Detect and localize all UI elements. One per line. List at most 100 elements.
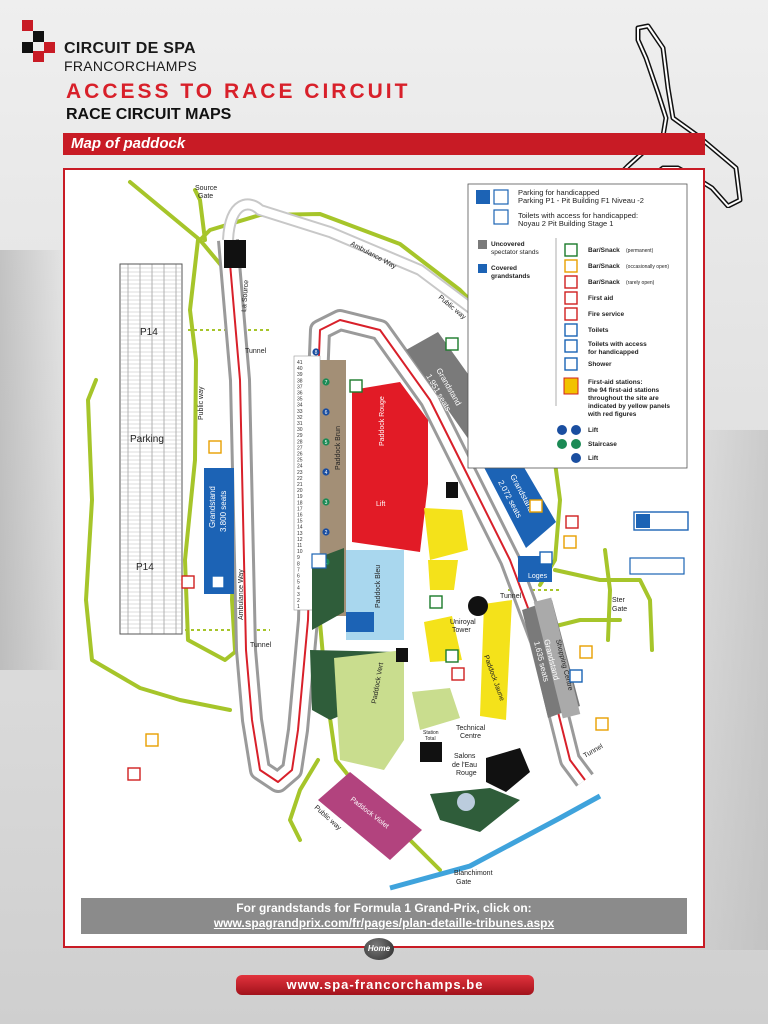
pit-marker-label: 3	[325, 500, 328, 506]
label-salons-3: Rouge	[456, 770, 477, 777]
pit-box-number: 17	[297, 506, 303, 512]
legend-lift-2: Lift	[588, 455, 599, 462]
label-tunnel-mid: Tunnel	[500, 593, 522, 600]
pit-box-number: 1	[297, 604, 300, 610]
pit-numbers: 4140393837363534333231302928272625242322…	[297, 360, 303, 610]
label-uniroyal-2: Tower	[452, 627, 471, 634]
pit-box-number: 21	[297, 482, 303, 488]
legend-bar-perm-note: (permanent)	[626, 248, 654, 254]
bar-icon	[127, 767, 141, 781]
paddock-violet	[318, 772, 422, 860]
brand-name: CIRCUIT DE SPA	[64, 40, 196, 57]
pit-box-number: 3	[297, 592, 300, 598]
grandstand-cta[interactable]: For grandstands for Formula 1 Grand-Prix…	[81, 898, 687, 934]
toilet-icon	[445, 649, 459, 663]
label-ster-gate-2: Gate	[612, 606, 627, 613]
green-area-4	[412, 688, 460, 730]
pit-marker	[312, 348, 320, 356]
yellow-area-1	[424, 508, 468, 560]
parking-icon	[346, 612, 374, 632]
pit-box-number: 27	[297, 445, 303, 451]
toilet-icon	[569, 669, 583, 683]
paddock-map: Source Gate La Source Ambulance Way Publ…	[84, 180, 689, 891]
pit-marker-label: 2	[325, 530, 328, 536]
legend-toilets-access-2: for handicapped	[588, 349, 639, 356]
bar-icon	[445, 337, 459, 351]
pit-box-number: 15	[297, 519, 303, 525]
label-gs3800-b: 3.800 seats	[219, 491, 228, 532]
pit-box-number: 23	[297, 470, 303, 476]
label-station-1: Station	[423, 730, 439, 736]
pit-marker	[322, 498, 330, 506]
shopping-centre	[533, 597, 581, 719]
paddock-jaune	[480, 600, 512, 720]
green-area-3	[430, 788, 520, 832]
label-source-gate-1: Source	[195, 185, 217, 192]
pit-marker	[322, 528, 330, 536]
pit-marker	[322, 468, 330, 476]
label-salons-2: de l'Eau	[452, 762, 477, 769]
cta-link[interactable]: www.spagrandprix.com/fr/pages/plan-detai…	[213, 916, 555, 930]
pit-marker-label: 4	[325, 470, 328, 476]
legend-uncovered-2: spectator stands	[491, 249, 539, 256]
label-la-source: La Source	[241, 280, 250, 312]
label-source-gate-2: Gate	[198, 193, 213, 200]
pit-marker-label: 5	[325, 440, 328, 446]
legend-covered-2: grandstands	[491, 273, 530, 280]
legend-marker	[571, 439, 581, 449]
salons-building	[486, 748, 530, 792]
legend-stations-2: the 94 first-aid stations	[588, 387, 660, 394]
home-button[interactable]: Home	[364, 938, 394, 960]
pit-box-number: 8	[297, 561, 300, 567]
first-aid-icon	[564, 291, 578, 305]
shower-icon	[564, 357, 578, 371]
legend-bar-rare: Bar/Snack	[588, 279, 620, 286]
brand-logo-icon	[22, 20, 60, 62]
pit-marker-label: 7	[325, 380, 328, 386]
building-3	[420, 742, 442, 762]
legend-toilets-access: Toilets with access	[588, 341, 647, 348]
bar-icon	[208, 440, 222, 454]
pit-box-number: 41	[297, 360, 303, 366]
pit-box-number: 7	[297, 567, 300, 573]
pit-box-number: 2	[297, 598, 300, 604]
grandstand-3800	[204, 468, 234, 594]
pit-box-number: 31	[297, 421, 303, 427]
label-tunnel-left: Tunnel	[250, 642, 272, 649]
label-paddock-bleu: Paddock Bleu	[375, 565, 382, 608]
bar-icon	[563, 535, 577, 549]
water-stream	[389, 793, 602, 891]
pit-box-number: 13	[297, 531, 303, 537]
label-paddock-brun: Paddock Brun	[335, 426, 342, 470]
legend-stations-3: throughout the site are	[588, 395, 659, 402]
label-blanchimont-2: Gate	[456, 879, 471, 886]
bar-rare-icon	[564, 275, 578, 289]
website-link[interactable]: www.spa-francorchamps.be	[236, 975, 534, 995]
label-ster-gate-1: Ster	[612, 597, 626, 604]
pit-box-number: 36	[297, 391, 303, 397]
paddock-vert	[334, 650, 404, 770]
building-1	[446, 482, 458, 498]
legend-bar-occ: Bar/Snack	[588, 263, 620, 270]
pit-box-number: 22	[297, 476, 303, 482]
yellow-area-2	[428, 560, 458, 590]
legend-parking-p1: Parking P1 - Pit Building F1 Niveau -2	[518, 196, 644, 205]
label-salons-1: Salons	[454, 753, 476, 760]
legend-uncovered-swatch	[478, 240, 487, 249]
legend-shower: Shower	[588, 361, 612, 368]
label-lift: Lift	[376, 501, 385, 508]
pit-box-number: 32	[297, 415, 303, 421]
label-tech-1: Technical	[456, 725, 486, 732]
bar-icon	[349, 379, 363, 393]
label-station-2: Total	[425, 736, 436, 742]
legend-bar-occ-note: (occasionally open)	[626, 264, 669, 270]
label-tech-2: Centre	[460, 733, 481, 740]
pit-box-number: 12	[297, 537, 303, 543]
legend-stations-5: with red figures	[587, 411, 637, 418]
pit-box-number: 39	[297, 372, 303, 378]
map-icons	[127, 337, 689, 781]
pit-box-number: 40	[297, 366, 303, 372]
first-aid-station-icon	[563, 377, 579, 395]
toilets-icon	[564, 323, 578, 337]
bar-occasional-icon	[564, 259, 578, 273]
